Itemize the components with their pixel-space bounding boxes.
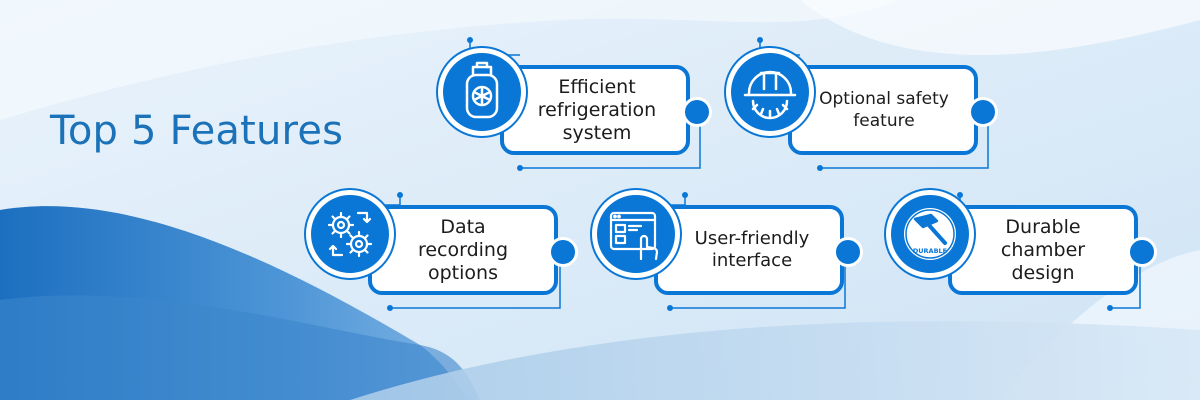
feature-card-refrigeration: Efficient refrigeration system [500, 65, 690, 155]
card-connector-dot [548, 237, 578, 267]
touch-screen-interface-icon [592, 190, 680, 278]
safety-helmet-gear-icon [726, 48, 814, 136]
feature-label: Optional safety feature [819, 89, 949, 131]
page-title: Top 5 Features [50, 108, 344, 154]
durable-hammer-icon: DURABLE [886, 190, 974, 278]
feature-card-safety: Optional safety feature [788, 65, 978, 155]
refrigerant-cylinder-icon [438, 48, 526, 136]
card-connector-dot [968, 97, 998, 127]
feature-label: Data recording options [417, 215, 509, 284]
gears-sync-icon [306, 190, 394, 278]
feature-card-user-friendly: User-friendly interface [654, 205, 844, 295]
feature-card-data-recording: Data recording options [368, 205, 558, 295]
durable-badge-text: DURABLE [913, 247, 947, 255]
card-connector-dot [1127, 237, 1157, 267]
feature-label: Durable chamber design [1000, 215, 1086, 284]
card-connector-dot [833, 237, 863, 267]
feature-card-durable: Durable chamber design [948, 205, 1138, 295]
card-connector-dot [682, 97, 712, 127]
feature-label: Efficient refrigeration system [537, 75, 657, 144]
feature-label: User-friendly interface [694, 228, 810, 271]
